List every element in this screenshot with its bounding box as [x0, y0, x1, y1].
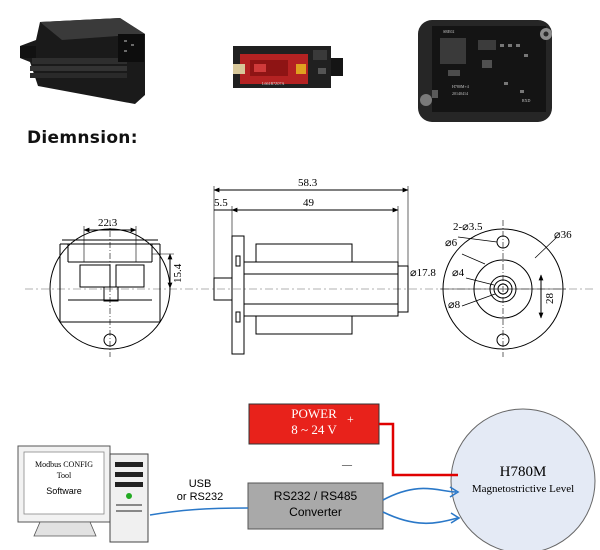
usb-label-line1: USB: [188, 478, 212, 490]
converter-label-line2: Converter: [289, 505, 342, 519]
board-silkscreen: L661B7Z07A: [262, 81, 285, 86]
dimension-heading: Diemnsion:: [27, 128, 138, 148]
computer-illustration: [17, 445, 149, 543]
monitor-label-line2: Tool: [56, 471, 72, 480]
power-plus-label: +: [347, 412, 354, 426]
dim-side-total: 58.3: [298, 177, 318, 189]
dim-side-shaft: ⌀17.8: [410, 267, 436, 279]
dim-front-height: 15.4: [172, 263, 184, 283]
dim-rear-d8: ⌀8: [448, 299, 461, 311]
sensor-title: H780M: [499, 464, 547, 480]
converter-box: [247, 482, 384, 530]
monitor-label: Modbus CONFIG Tool Software: [26, 459, 102, 497]
dimension-drawings: 22.3 15.4 58.3 5.5 49 ⌀17.8: [25, 177, 593, 357]
power-wire: [379, 422, 458, 477]
usb-cable: [149, 507, 249, 516]
wiring-diagram: [17, 403, 596, 550]
sensor-subtitle: Magnetostrictive Level: [471, 483, 575, 495]
module-silkscreen-4: RXD: [522, 98, 531, 103]
module-silkscreen-1: H780M+4: [452, 84, 469, 89]
dim-side-flange: 5.5: [214, 197, 228, 209]
dim-rear-28: 28: [544, 293, 556, 305]
power-label-line2: 8 ~ 24 V: [291, 422, 337, 437]
rear-view: [440, 220, 566, 357]
power-minus-label: —: [342, 460, 352, 471]
sensor-label: H780M Magnetostrictive Level: [458, 462, 588, 497]
converter-label: RS232 / RS485 Converter: [248, 488, 383, 520]
monitor-label-line1: Modbus CONFIG: [34, 460, 93, 469]
side-view: [213, 186, 409, 355]
converter-cable-upper: [382, 487, 457, 501]
monitor-label-line3: Software: [46, 486, 82, 496]
usb-label-line2: or RS232: [176, 491, 224, 503]
sensor-circle: [450, 408, 596, 550]
photo-board: L661B7Z07A: [233, 46, 343, 88]
converter-label-line1: RS232 / RS485: [273, 489, 358, 503]
front-view: [49, 220, 174, 357]
dim-side-body: 49: [303, 197, 315, 209]
converter-cable-lower: [382, 511, 459, 525]
photo-module: SRE02 H780M+4 20140414 RXD: [418, 20, 552, 122]
photo-housing: [20, 18, 145, 104]
power-label: POWER 8 ~ 24 V: [249, 406, 379, 438]
usb-label: USB or RS232: [170, 478, 230, 504]
product-photos: L661B7Z07A SRE02 H780M+4 20140414 RXD: [20, 18, 552, 122]
dim-front-width: 22.3: [98, 217, 118, 229]
module-silkscreen-2: 20140414: [452, 91, 468, 96]
power-label-line1: POWER: [291, 406, 337, 421]
dim-rear-d6: ⌀6: [445, 237, 458, 249]
dim-rear-d36: ⌀36: [554, 229, 572, 241]
dim-rear-d4: ⌀4: [452, 267, 465, 279]
module-silkscreen-3: SRE02: [443, 29, 454, 34]
dim-rear-holes: 2-⌀3.5: [453, 221, 483, 233]
